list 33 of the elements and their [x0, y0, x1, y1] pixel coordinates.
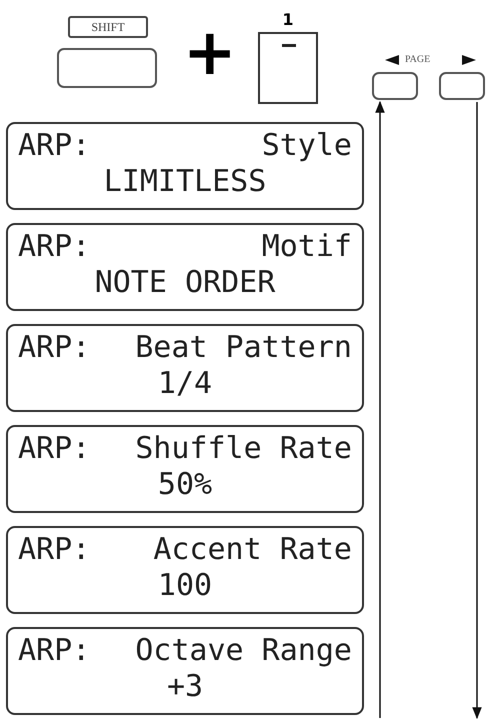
shift-button	[57, 48, 157, 88]
display-text: ARP:	[18, 633, 90, 669]
lcd-display	[6, 526, 364, 614]
display-text: Shuffle Rate	[135, 431, 352, 467]
display-text: ARP:	[18, 330, 90, 366]
display-text: ARP:	[18, 128, 90, 164]
arrow	[472, 102, 482, 720]
page-label: PAGE	[405, 53, 430, 67]
display-text: Octave Range	[135, 633, 352, 669]
display-value: LIMITLESS	[102, 164, 268, 200]
lcd-display	[6, 223, 364, 311]
display-value: 100	[156, 568, 214, 604]
display-text: Accent Rate	[153, 532, 352, 568]
plus-sign: +	[183, 18, 237, 88]
display-text: Beat Pattern	[135, 330, 352, 366]
display-value: 50%	[156, 467, 214, 503]
display-text: ARP:	[18, 532, 90, 568]
page-left-button	[372, 72, 418, 100]
lcd-display	[6, 627, 364, 715]
display-value: NOTE ORDER	[94, 265, 276, 301]
display-text: ARP:	[18, 431, 90, 467]
lcd-display	[6, 425, 364, 513]
display-value: +3	[166, 669, 204, 705]
display-value: 1/4	[156, 366, 214, 402]
display-text: Motif	[262, 229, 352, 265]
display-text: Style	[262, 128, 352, 164]
lcd-display	[6, 324, 364, 412]
key-number: 1	[281, 10, 295, 30]
arrow	[375, 100, 385, 718]
display-text: ARP:	[18, 229, 90, 265]
page-right-button	[439, 72, 485, 100]
lcd-display	[6, 122, 364, 210]
shift-label: SHIFT	[68, 16, 148, 38]
